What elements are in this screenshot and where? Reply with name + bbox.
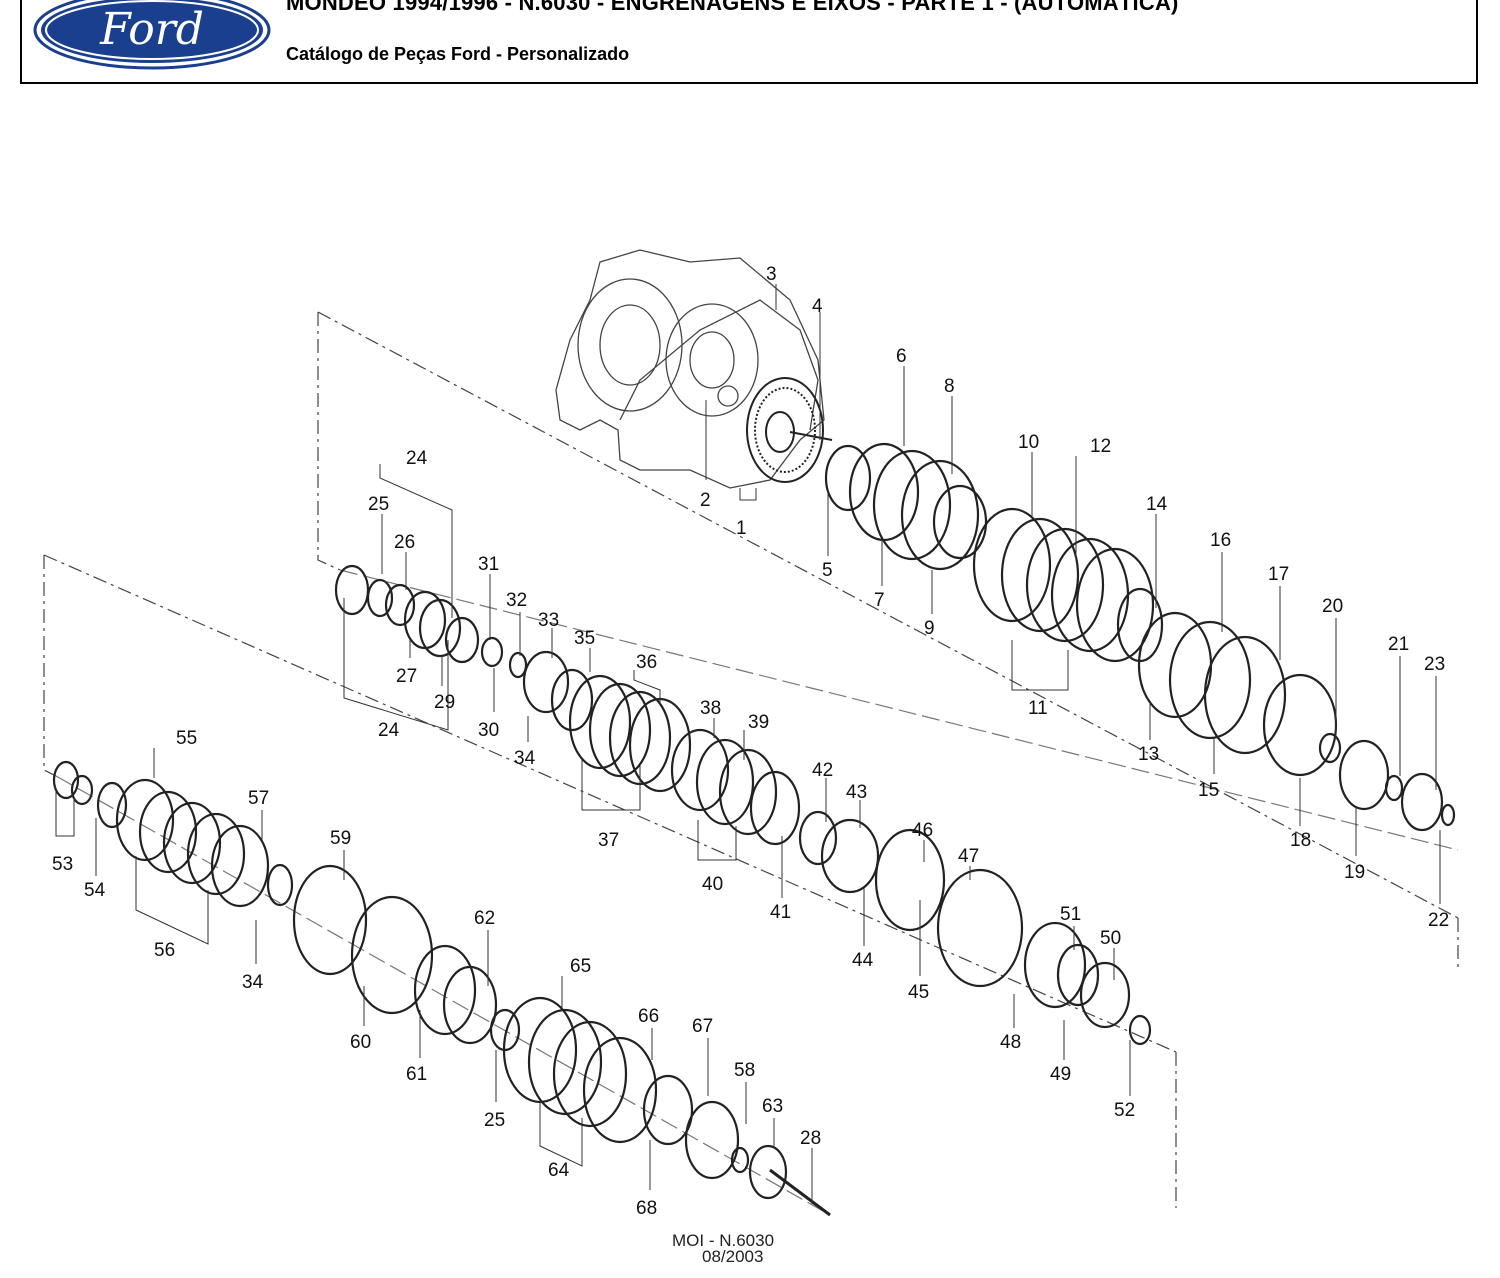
part-label: 54	[84, 880, 106, 901]
part-label: 62	[474, 908, 495, 929]
part-label: 25	[484, 1110, 505, 1131]
part-label: 59	[330, 828, 351, 849]
catalog-header: Ford MONDEO 1994/1996 - N.6030 - ENGRENA…	[20, 0, 1478, 84]
part-labels: 1 2 3 4 5 6 7 8 9 10 11 12 13 14 15 16 1…	[52, 264, 1449, 1219]
part-label: 12	[1090, 436, 1111, 457]
part-label: 28	[800, 1128, 821, 1149]
axis-line-upper-left	[317, 312, 341, 571]
part-label: 33	[538, 610, 559, 631]
part-label: 66	[638, 1006, 659, 1027]
upper-clutch-stack	[824, 442, 1456, 832]
ford-logo-text: Ford	[99, 4, 204, 55]
part-label: 2	[700, 490, 711, 511]
part-label: 52	[1114, 1100, 1135, 1121]
part-label: 55	[176, 728, 197, 749]
axis-line-lower-left	[43, 555, 57, 777]
part-label: 38	[700, 698, 721, 719]
part-label: 3	[766, 264, 777, 285]
leader-brackets	[55, 284, 1441, 1204]
part-label: 35	[574, 628, 595, 649]
part-label: 24	[378, 720, 400, 741]
part-label: 67	[692, 1016, 713, 1037]
part-label: 49	[1050, 1064, 1071, 1085]
part-label: 15	[1198, 780, 1219, 801]
part-label: 47	[958, 846, 979, 867]
part-label: 19	[1344, 862, 1365, 883]
ford-logo-oval	[41, 0, 263, 63]
lower-clutch-stack	[52, 760, 831, 1217]
part-label: 16	[1210, 530, 1231, 551]
part-label: 9	[924, 618, 935, 639]
part-label: 23	[1424, 654, 1445, 675]
axis-line-upper	[317, 311, 1459, 919]
part-label: 31	[478, 554, 499, 575]
part-label: 68	[636, 1198, 657, 1219]
part-label: 13	[1138, 744, 1159, 765]
part-label: 60	[350, 1032, 371, 1053]
part-label: 26	[394, 532, 415, 553]
part-label: 17	[1268, 564, 1289, 585]
part-label: 40	[702, 874, 723, 895]
part-label: 11	[1028, 698, 1048, 719]
part-label: 24	[406, 448, 428, 469]
part-label: 51	[1060, 904, 1081, 925]
part-label: 5	[822, 560, 833, 581]
part-label: 41	[770, 902, 791, 923]
part-label: 30	[478, 720, 499, 741]
part-label: 37	[598, 830, 619, 851]
part-1-drive-gear	[746, 377, 833, 483]
transmission-case	[555, 249, 825, 489]
part-label: 44	[852, 950, 874, 971]
part-label: 56	[154, 940, 175, 961]
part-label: 14	[1146, 494, 1168, 515]
part-label: 61	[406, 1064, 427, 1085]
part-label: 27	[396, 666, 417, 687]
part-label: 45	[908, 982, 929, 1003]
part-label: 8	[944, 376, 955, 397]
part-label: 39	[748, 712, 769, 733]
part-label: 18	[1290, 830, 1311, 851]
part-label: 7	[874, 590, 885, 611]
part-label: 63	[762, 1096, 783, 1117]
part-label: 34	[242, 972, 264, 993]
part-label: 34	[514, 748, 536, 769]
axis-lines	[43, 311, 1459, 1216]
part-label: 36	[636, 652, 657, 673]
part-label: 4	[812, 296, 823, 317]
part-label: 57	[248, 788, 269, 809]
part-label: 65	[570, 956, 591, 977]
part-label: 6	[896, 346, 907, 367]
drawing-code: MOI - N.6030	[672, 1231, 774, 1250]
part-label: 25	[368, 494, 389, 515]
part-label: 53	[52, 854, 73, 875]
part-label: 64	[548, 1160, 570, 1181]
drawing-date: 08/2003	[702, 1247, 763, 1266]
part-label: 58	[734, 1060, 755, 1081]
part-label: 43	[846, 782, 867, 803]
part-label: 10	[1018, 432, 1039, 453]
page-title: MONDEO 1994/1996 - N.6030 - ENGRENAGENS …	[286, 0, 1179, 15]
page-subtitle: Catálogo de Peças Ford - Personalizado	[286, 44, 630, 64]
part-label: 1	[736, 518, 747, 539]
part-label: 20	[1322, 596, 1343, 617]
part-label: 48	[1000, 1032, 1021, 1053]
part-label: 29	[434, 692, 455, 713]
part-label: 21	[1388, 634, 1409, 655]
part-label: 50	[1100, 928, 1121, 949]
part-label: 42	[812, 760, 833, 781]
part-label: 46	[912, 820, 933, 841]
part-label: 32	[506, 590, 527, 611]
axis-line-lower	[43, 554, 1177, 1053]
ford-logo: Ford	[33, 0, 271, 70]
part-label: 22	[1428, 910, 1449, 931]
